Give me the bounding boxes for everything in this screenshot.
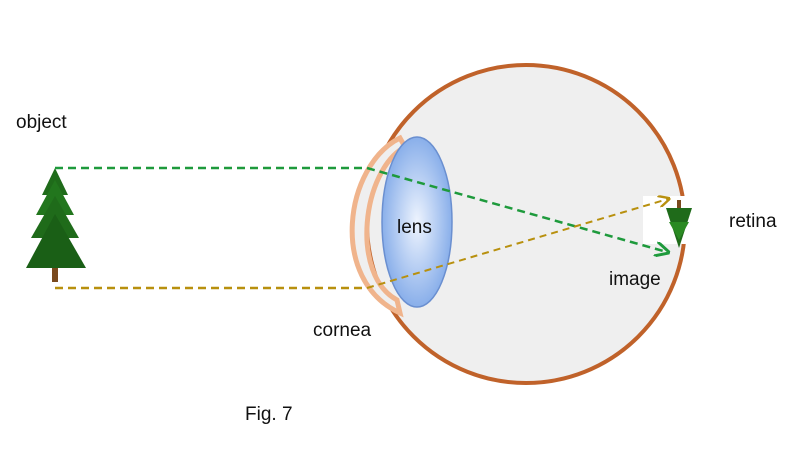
image-label: image xyxy=(609,269,661,290)
lens xyxy=(381,136,453,308)
object-tree-icon xyxy=(26,168,86,282)
upper-ray xyxy=(55,166,667,252)
figure-caption: Fig. 7 xyxy=(245,404,293,425)
lens-label: lens xyxy=(397,217,432,238)
lower-ray xyxy=(55,199,668,290)
retina-label: retina xyxy=(729,211,777,232)
cornea xyxy=(349,134,409,318)
image-inverted-tree-icon xyxy=(666,200,692,248)
cornea-label: cornea xyxy=(313,320,372,341)
object-label: object xyxy=(16,112,67,133)
